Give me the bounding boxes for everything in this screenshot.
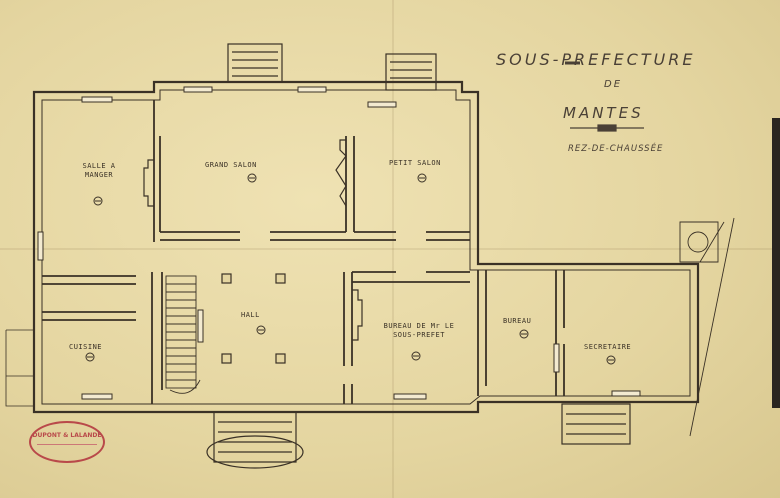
- title-mantes: MANTES: [563, 104, 644, 122]
- sheet-edge: [772, 118, 780, 408]
- stamp-text: DUPONT & LALANDE: [32, 432, 102, 439]
- staircase: [165, 275, 201, 394]
- south-steps: [206, 403, 631, 469]
- paper-fold: [0, 248, 780, 250]
- room-markers: [85, 173, 616, 365]
- room-label-bureau-sous-prefet: BUREAU DE Mr LE SOUS-PREFET: [383, 322, 455, 339]
- room-label-bureau: BUREAU: [503, 317, 532, 325]
- windows: [37, 86, 641, 400]
- title-de: DE: [604, 79, 623, 90]
- title-floor: REZ-DE-CHAUSSÉE: [568, 144, 664, 154]
- stamp-rule: [37, 444, 97, 452]
- room-label-petit-salon: PETIT SALON: [389, 159, 441, 167]
- maker-stamp: DUPONT & LALANDE: [29, 421, 105, 463]
- title-ornament: [565, 61, 644, 132]
- room-label-hall: HALL: [241, 311, 260, 319]
- interior-walls: [42, 100, 565, 404]
- corner-stair: [679, 217, 735, 437]
- outer-walls: [32, 80, 700, 414]
- room-label-secretaire: SECRETAIRE: [584, 343, 632, 351]
- left-annex: [5, 329, 34, 407]
- north-steps: [227, 43, 437, 91]
- room-label-salle-a-manger: SALLE A MANGER: [82, 162, 116, 179]
- room-label-cuisine: CUISINE: [69, 343, 103, 351]
- fireplaces: [143, 139, 363, 341]
- title-sous-prefecture: SOUS-PREFECTURE: [496, 50, 696, 69]
- paper-fold: [392, 0, 394, 498]
- hall-piers: [221, 273, 286, 364]
- room-label-grand-salon: GRAND SALON: [205, 161, 257, 169]
